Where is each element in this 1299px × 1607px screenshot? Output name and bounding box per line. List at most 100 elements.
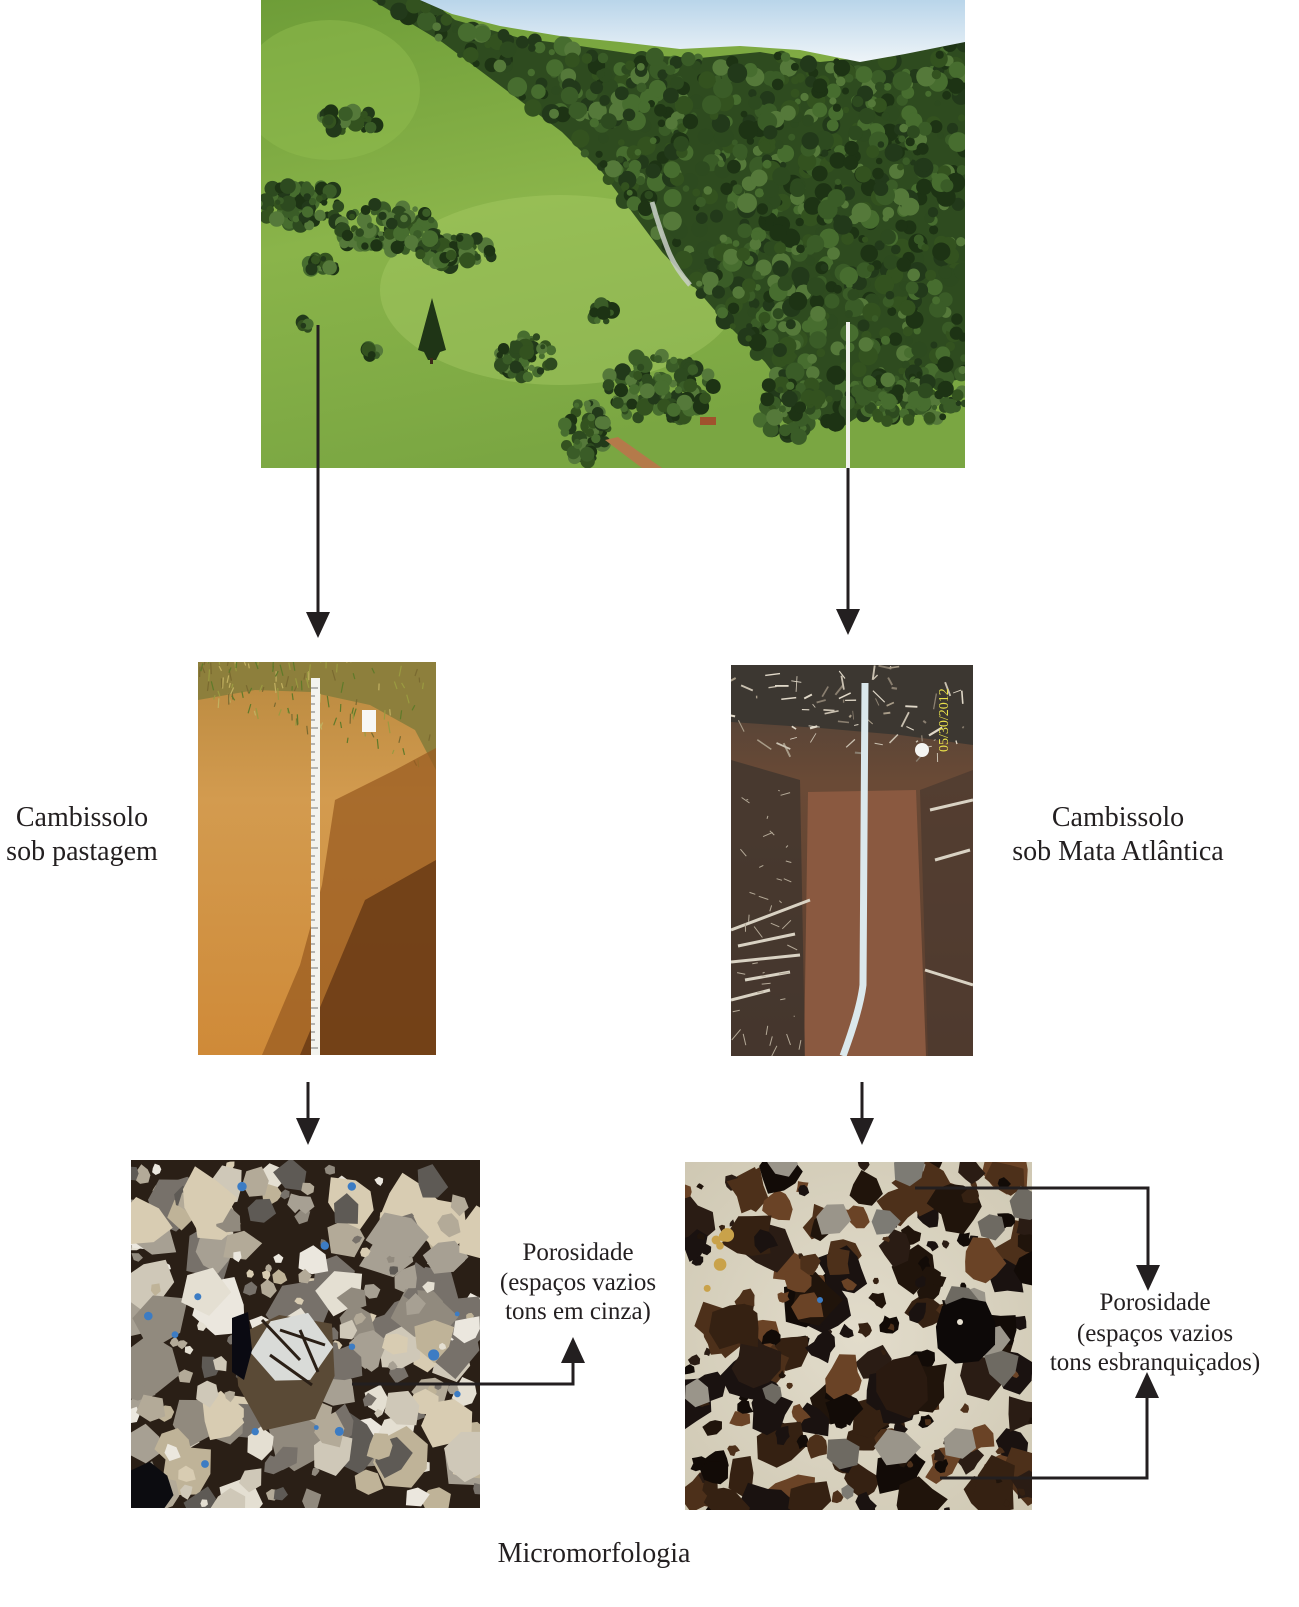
grass-blade: [333, 717, 338, 726]
mineral-grain: [177, 1369, 194, 1383]
foliage-blob: [839, 266, 858, 286]
mineral-grain: [274, 1446, 298, 1471]
grass-cover: [198, 662, 436, 770]
foliage-blob: [814, 130, 834, 151]
foliage-blob: [749, 238, 762, 250]
grass-blade: [339, 721, 343, 729]
tree-crown: [449, 241, 457, 249]
mineral-grain: [196, 1380, 219, 1408]
foliage-blob: [474, 25, 491, 42]
foliage-blob: [829, 152, 846, 169]
mineral-grain: [365, 1212, 429, 1257]
foliage-blob: [692, 188, 701, 197]
organic-aggregate: [788, 1481, 832, 1510]
foliage-blob: [626, 196, 642, 211]
tree-crown: [654, 355, 663, 364]
foliage-blob: [844, 73, 854, 83]
foliage-blob: [956, 237, 965, 247]
foliage-blob: [635, 175, 646, 186]
mineral-grain: [767, 1162, 798, 1177]
mineral-grain: [453, 1316, 480, 1344]
foliage-blob: [745, 335, 752, 342]
organic-aggregate: [1017, 1228, 1032, 1253]
foliage-blob: [875, 157, 883, 165]
mineral-grain: [242, 1166, 269, 1197]
foliage-blob: [738, 120, 758, 140]
tree-crown: [875, 380, 882, 387]
grass-blade: [406, 694, 410, 704]
foliage-blob: [493, 59, 507, 73]
foliage-blob: [902, 157, 910, 165]
tree-crown: [467, 255, 475, 264]
tree-crown: [855, 389, 872, 406]
root: [740, 848, 747, 857]
mineral-grain: [314, 1411, 345, 1448]
tree-crown: [473, 253, 481, 261]
root: [952, 689, 962, 694]
root: [922, 719, 927, 724]
root: [791, 680, 802, 683]
foliage-blob: [825, 83, 841, 99]
root: [780, 792, 791, 796]
tree-crown: [639, 383, 655, 399]
grass-blade: [350, 662, 352, 663]
organic-aggregate: [696, 1183, 704, 1190]
organic-aggregate: [1013, 1251, 1032, 1286]
foliage-blob: [527, 68, 535, 77]
tree-crown: [862, 375, 875, 388]
tree-crown: [522, 371, 534, 382]
foliage-blob: [843, 155, 859, 171]
foliage-blob: [762, 181, 780, 198]
grass-blade: [208, 669, 211, 682]
tree-crown: [786, 381, 795, 390]
tree-crown: [876, 400, 882, 406]
organic-aggregate: [956, 1232, 972, 1247]
foliage-blob: [600, 113, 617, 130]
mineral-grain: [180, 1484, 193, 1500]
grass-blade: [303, 672, 306, 680]
foliage-blob: [719, 234, 728, 243]
root: [769, 1036, 773, 1046]
porosity-forest-pointer-bottom-head: [1135, 1372, 1159, 1398]
organic-aggregate: [839, 1323, 854, 1338]
tree-crown: [683, 378, 698, 393]
foliage-blob: [434, 33, 443, 42]
mineral-grain: [374, 1408, 383, 1418]
foliage-blob: [626, 189, 633, 196]
tree-crown: [338, 106, 353, 122]
foliage-blob: [911, 341, 928, 358]
large-aggregate: [935, 1297, 996, 1364]
tree-crown: [528, 364, 535, 371]
foliage-blob: [907, 268, 920, 282]
foliage-blob: [604, 160, 622, 178]
root: [752, 962, 758, 965]
foliage-blob: [731, 139, 738, 146]
foliage-blob: [791, 76, 799, 85]
root: [749, 891, 756, 895]
foliage-blob: [417, 11, 437, 31]
organic-aggregate: [726, 1167, 769, 1214]
foliage-blob: [669, 56, 683, 69]
mineral-grain: [943, 1428, 977, 1459]
tree-crown: [676, 394, 693, 411]
foliage-blob: [898, 367, 905, 375]
organic-aggregate: [997, 1177, 1011, 1188]
mineral-grain: [246, 1269, 254, 1278]
label-forest-line2: sob Mata Atlântica: [1012, 836, 1224, 867]
tree-crown: [880, 393, 897, 410]
root: [783, 878, 792, 883]
foliage-blob: [756, 203, 768, 215]
root: [823, 709, 835, 712]
foliage-blob: [932, 296, 941, 305]
tree-crown: [611, 397, 624, 409]
foliage-blob: [789, 181, 806, 197]
mineral-grain: [339, 1319, 358, 1340]
blue-resin-pore: [334, 1426, 344, 1436]
mineral-grain: [295, 1196, 315, 1214]
tree-crown: [341, 229, 354, 242]
grass-blade: [234, 662, 236, 664]
tree-crown: [422, 208, 431, 217]
root: [838, 692, 852, 700]
soil-profile-forest-photo: 05/30/2012: [731, 665, 973, 1056]
mineral-grain: [184, 1345, 194, 1355]
